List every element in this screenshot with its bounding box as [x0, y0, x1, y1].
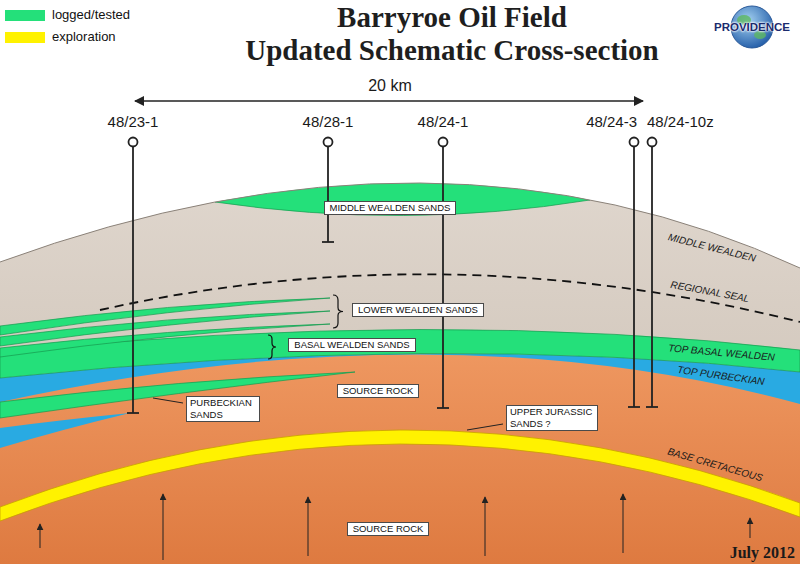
- well-name: 48/24-10z: [647, 113, 714, 131]
- label-anchor: 48/24-10z: [647, 113, 714, 131]
- label-anchor: REGIONAL SEAL: [670, 278, 751, 303]
- source-rock-ground: [0, 354, 800, 564]
- legend-swatch: [5, 32, 45, 43]
- sand-label-box: UPPER JURASSIC SANDS ?: [506, 405, 598, 431]
- well-name: 48/28-1: [303, 113, 354, 131]
- sky: [0, 0, 800, 268]
- title-spacer: [607, 1, 672, 34]
- horizon-label: REGIONAL SEAL: [670, 278, 751, 303]
- sand-label-box: LOWER WEALDEN SANDS: [352, 303, 484, 317]
- legend-entry: logged/tested: [5, 7, 130, 23]
- sand-label-box: SOURCE ROCK: [337, 384, 420, 398]
- upper-jurassic-band: [0, 430, 800, 521]
- horizon-label: BASE CRETACEOUS: [666, 445, 763, 483]
- blue-wedge: [0, 413, 130, 448]
- horizon-label: TOP BASAL WEALDEN: [668, 342, 776, 362]
- bracket: [268, 335, 276, 359]
- label-anchor: July 2012: [730, 543, 795, 562]
- leader-line: [467, 424, 503, 430]
- legend-entry: exploration: [5, 29, 116, 45]
- well-name: 48/24-3: [586, 113, 637, 131]
- title-spacer: [232, 1, 297, 34]
- box-text: UPPER JURASSIC SANDS ?: [510, 406, 594, 430]
- well-name: 48/23-1: [108, 113, 159, 131]
- box-text: BASAL WEALDEN SANDS: [294, 339, 409, 351]
- regional-seal-line: [100, 274, 800, 322]
- migration-arrows: [40, 494, 750, 560]
- sand-label-box: MIDDLE WEALDEN SANDS: [324, 201, 457, 215]
- scale-arrow: [135, 100, 643, 102]
- box-text: MIDDLE WEALDEN SANDS: [330, 202, 451, 214]
- box-text: SOURCE ROCK: [343, 385, 414, 397]
- leader-line: [153, 398, 183, 403]
- title-block: Barryroe Oil Field Updated Schematic Cro…: [232, 1, 672, 67]
- sand-label-box: SOURCE ROCK: [347, 522, 430, 536]
- label-anchor: 48/24-3: [586, 113, 637, 131]
- title-text: Barryroe Oil Field Updated Schematic Cro…: [232, 1, 672, 67]
- company-logo-text: PROVIDENCE: [714, 20, 790, 34]
- label-anchor: 48/23-1: [108, 113, 159, 131]
- legend-swatch: [5, 10, 45, 21]
- scale-dimension: 20 km: [368, 76, 412, 95]
- box-text: LOWER WEALDEN SANDS: [358, 304, 478, 316]
- box-text: PURBECKIAN SANDS: [190, 397, 256, 421]
- legend-text: exploration: [52, 29, 116, 45]
- label-anchor: TOP BASAL WEALDEN: [668, 342, 776, 362]
- horizon-label: TOP PURBECKIAN: [677, 363, 765, 386]
- top-surface-line: [0, 183, 800, 268]
- sand-label-box: PURBECKIAN SANDS: [186, 396, 260, 422]
- label-anchor: PROVIDENCE: [714, 20, 790, 34]
- horizon-label: MIDDLE WEALDEN: [667, 231, 757, 263]
- box-text: SOURCE ROCK: [353, 523, 424, 535]
- label-anchor: 48/28-1: [303, 113, 354, 131]
- wells: [127, 138, 658, 414]
- label-anchor: TOP PURBECKIAN: [677, 363, 765, 386]
- well-name: 48/24-1: [418, 113, 469, 131]
- label-anchor: BASE CRETACEOUS: [666, 445, 763, 483]
- label-anchor: 48/24-1: [418, 113, 469, 131]
- purbeckian-sand-lens: [0, 372, 355, 418]
- label-anchor: 20 km: [368, 76, 412, 95]
- lower-wealden-lens: [0, 311, 330, 346]
- lower-wealden-lens: [0, 324, 330, 357]
- label-anchor: MIDDLE WEALDEN: [667, 231, 757, 263]
- purbeckian-blue-layer: [0, 353, 800, 564]
- wealden-ground: [0, 183, 800, 564]
- date-note: July 2012: [730, 543, 795, 562]
- lower-wealden-lens: [0, 298, 330, 335]
- sand-label-box: BASAL WEALDEN SANDS: [288, 338, 415, 352]
- bracket: [333, 295, 343, 328]
- legend-text: logged/tested: [52, 7, 130, 23]
